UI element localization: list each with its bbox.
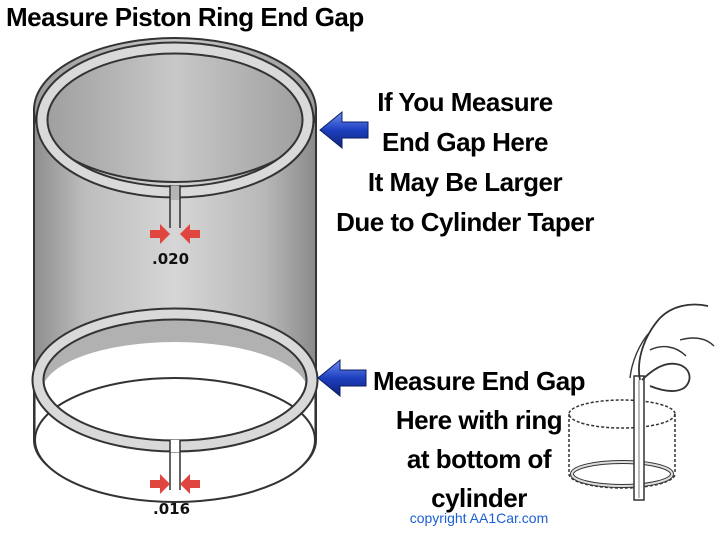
page-title: Measure Piston Ring End Gap (6, 2, 364, 32)
lower-callout-line: Measure End Gap (372, 366, 586, 396)
upper-callout-line: End Gap Here (382, 127, 548, 157)
bottom-blue-arrow-icon (317, 358, 367, 398)
upper-callout-line: Due to Cylinder Taper (336, 207, 594, 237)
lower-inner-wall (34, 310, 316, 503)
upper-callout-line: It May Be Larger (367, 167, 563, 197)
bottom-gap-label: .016 (153, 500, 190, 518)
lower-callout-text: Measure End Gap Here with ring at bottom… (360, 362, 598, 518)
top-blue-arrow-icon (319, 110, 369, 150)
upper-callout-line: If You Measure (377, 87, 553, 117)
upper-callout-text: If You Measure End Gap Here It May Be La… (320, 82, 610, 242)
top-gap-arrows (150, 224, 200, 244)
bottom-piston-ring (31, 307, 319, 490)
lower-callout-line: cylinder (431, 483, 527, 513)
bottom-gap-arrows (150, 474, 200, 494)
feeler-gauge-illustration (568, 303, 715, 501)
top-piston-ring (35, 41, 315, 228)
copyright-text: copyright AA1Car.com (409, 510, 549, 526)
lower-callout-line: Here with ring (395, 405, 563, 435)
lower-callout-line: at bottom of (406, 444, 552, 474)
top-gap-label: .020 (152, 250, 189, 268)
